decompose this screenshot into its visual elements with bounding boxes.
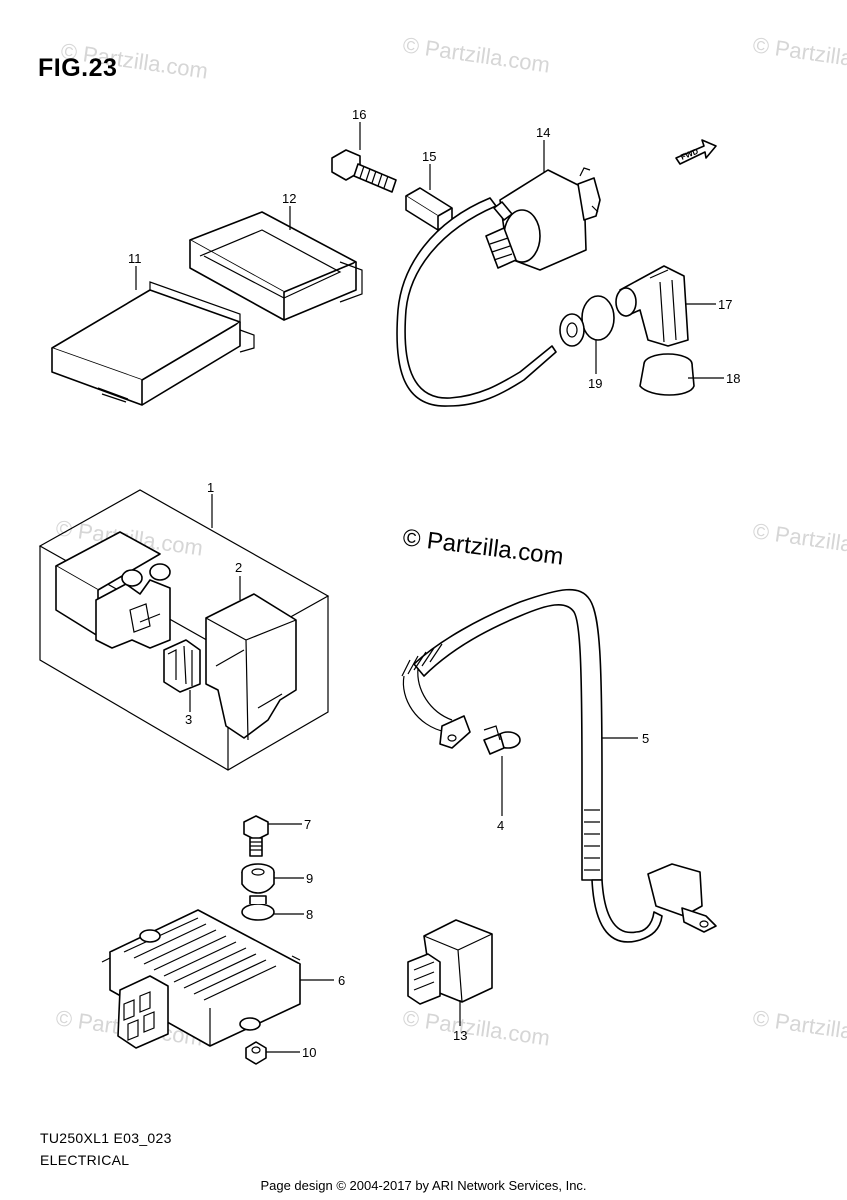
callout-8: 8: [306, 907, 313, 922]
callout-14: 14: [536, 125, 550, 140]
callout-9: 9: [306, 871, 313, 886]
part-15-spacer: [405, 187, 453, 231]
watermark: © Partzilla.com: [751, 32, 847, 77]
part-4-screw: [483, 725, 521, 755]
callout-15: 15: [422, 149, 436, 164]
callout-11: 11: [128, 251, 142, 266]
part-14-ignition-coil: [396, 167, 601, 407]
callout-numbers: 1 2 3 4 5 6 7 8 9 10 11 12 13 14 15 16 1…: [128, 107, 740, 1060]
part-8-collar: [241, 895, 275, 921]
watermark: © Partzilla.com: [751, 518, 847, 563]
watermark: © Partzilla.com: [751, 1005, 847, 1050]
part-17-plug-cap: [615, 265, 689, 347]
callout-13: 13: [453, 1028, 467, 1043]
callout-10: 10: [302, 1045, 316, 1060]
callout-12: 12: [282, 191, 296, 206]
footer-credit: Page design © 2004-2017 by ARI Network S…: [260, 1178, 587, 1193]
callout-18: 18: [726, 371, 740, 386]
callout-17: 17: [718, 297, 732, 312]
callout-16: 16: [352, 107, 366, 122]
part-10-nut: [245, 1041, 267, 1065]
part-6-regulator-rectifier: [101, 909, 301, 1049]
part-5-battery-cable: [401, 588, 717, 943]
figure-title: FIG.23: [38, 54, 118, 82]
part-9-cushion: [241, 863, 275, 894]
part-7-bolt: [243, 815, 269, 857]
callout-6: 6: [338, 973, 345, 988]
callout-3: 3: [185, 712, 192, 727]
callout-19: 19: [588, 376, 602, 391]
callout-5: 5: [642, 731, 649, 746]
callout-1: 1: [207, 480, 214, 495]
watermark: © Partzilla.com: [401, 1005, 551, 1050]
callout-4: 4: [497, 818, 504, 833]
callout-7: 7: [304, 817, 311, 832]
part-1-relay-assembly-box: [38, 489, 330, 771]
forward-arrow-icon: FWD: [675, 139, 717, 165]
model-code: TU250XL1 E03_023: [40, 1130, 172, 1146]
part-18-cap-cover: [639, 353, 695, 396]
part-19-grommet: [559, 295, 615, 347]
part-16-bolt: [331, 149, 397, 193]
section-name: ELECTRICAL: [40, 1152, 130, 1168]
callout-leaders: [135, 122, 724, 1053]
part-12-holder: [189, 211, 363, 321]
part-13-connector: [407, 919, 493, 1005]
watermark: © Partzilla.com: [401, 32, 551, 77]
copyright-center: © Partzilla.com: [401, 524, 565, 571]
part-11-control-unit: [51, 281, 255, 406]
callout-2: 2: [235, 560, 242, 575]
